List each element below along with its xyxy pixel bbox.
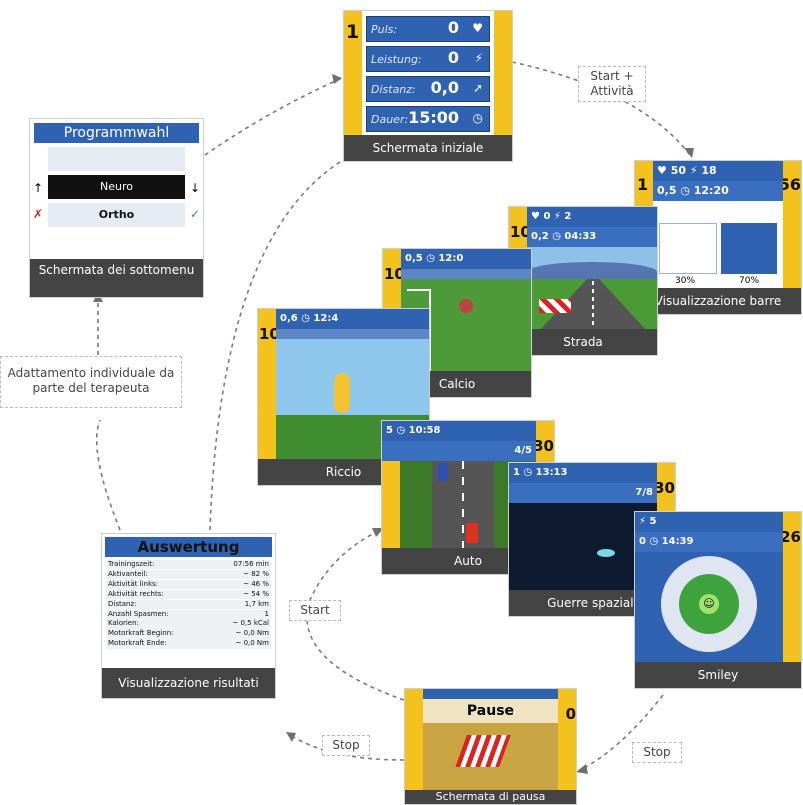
screen-car: 30 5 ◷ 10:58 4/5 Auto bbox=[381, 420, 555, 575]
screen-caption: Schermata di pausa bbox=[405, 790, 576, 804]
hedgehog-character bbox=[334, 373, 350, 413]
results-title: Auswertung bbox=[105, 537, 272, 557]
barrier-icon bbox=[539, 299, 571, 313]
label-adaptation: Adattamento individuale da parte del ter… bbox=[0, 356, 182, 408]
car-blue-icon bbox=[438, 463, 448, 481]
result-row: Kalorien:~ 0,5 kCal bbox=[106, 619, 271, 629]
menu-item-neuro[interactable]: Neuro bbox=[48, 175, 185, 199]
pulse-row: Puls: 0 ♥ bbox=[366, 16, 490, 42]
distance-icon: ➚ bbox=[472, 81, 483, 95]
result-row: Aktivanteil:~ 82 % bbox=[106, 569, 271, 580]
screen-pause: 0 Pause Schermata di pausa bbox=[404, 688, 577, 805]
screen-road: 10 ♥ 0 ⚡ 2 0,2 ◷ 04:33 Strada bbox=[508, 206, 658, 356]
arrow-circle-left bbox=[95, 419, 121, 531]
results-list: Trainingszeit:07:56 min Aktivanteil:~ 82… bbox=[106, 560, 271, 649]
arrow-initial-to-results bbox=[209, 161, 341, 531]
submenu-title: Programmwahl bbox=[34, 123, 199, 143]
screen-caption: Visualizzazione risultati bbox=[102, 668, 275, 698]
label-stop-left: Stop bbox=[322, 735, 370, 756]
menu-item-ortho[interactable]: Ortho bbox=[48, 203, 185, 227]
result-row: Distanz:1,7 km bbox=[106, 599, 271, 610]
ball-icon bbox=[459, 299, 473, 313]
goal bbox=[407, 289, 431, 371]
power-row: Leistung: 0 ⚡ bbox=[366, 46, 490, 72]
deck-chair-icon bbox=[455, 735, 511, 767]
screen-caption: Visualizzazione barre bbox=[635, 288, 801, 314]
screen-hedgehog: 10 0,6 ◷ 12:4 Riccio bbox=[257, 308, 430, 486]
screen-caption: Schermata dei sottomenu bbox=[30, 259, 203, 297]
confirm-icon: ✓ bbox=[189, 207, 200, 221]
screen-caption: Smiley bbox=[635, 662, 801, 688]
power-icon: ⚡ bbox=[474, 51, 483, 65]
ufo-icon bbox=[597, 549, 615, 557]
arrow-head bbox=[684, 148, 694, 158]
result-row: Motorkraft Ende:~ 0,0 Nm bbox=[106, 639, 271, 649]
label-stop-right: Stop bbox=[632, 742, 682, 763]
screen-caption: Schermata iniziale bbox=[344, 135, 512, 161]
screen-caption: Strada bbox=[509, 329, 657, 355]
arrow-submenu-to-initial bbox=[204, 77, 343, 156]
result-row: Anzahl Spasmen:1 bbox=[106, 609, 271, 619]
smiley-icon: ☺ bbox=[699, 594, 719, 614]
car-red-icon bbox=[466, 523, 478, 543]
right-bar bbox=[721, 223, 777, 274]
level-number: 1 bbox=[346, 21, 360, 43]
pause-title: Pause bbox=[423, 699, 558, 723]
clock-icon: ◷ bbox=[472, 111, 483, 125]
arrow-head bbox=[576, 764, 588, 774]
screen-results: Auswertung Trainingszeit:07:56 min Aktiv… bbox=[101, 533, 276, 699]
screen-initial: 1 Puls: 0 ♥ Leistung: 0 ⚡ Distanz: 0,0 ➚… bbox=[343, 10, 513, 162]
screen-smiley: 26 ⚡ 5 0 ◷ 14:39 ☺ Smiley bbox=[634, 511, 802, 689]
arrow-head bbox=[286, 732, 296, 742]
arrow-up-icon: ↑ bbox=[33, 181, 44, 195]
result-row: Aktivität rechts:~ 54 % bbox=[106, 589, 271, 600]
label-start: Start bbox=[289, 600, 341, 621]
screen-bars: 1 56 ♥ 50 ⚡ 18 0,5 ◷ 12:20 30% 70% Visua… bbox=[634, 160, 802, 315]
result-row: Motorkraft Beginn:~ 0,0 Nm bbox=[106, 629, 271, 639]
distance-row: Distanz: 0,0 ➚ bbox=[366, 76, 490, 102]
screen-submenu: Programmwahl Neuro Ortho ↑ ↓ ✗ ✓ Scherma… bbox=[29, 118, 204, 298]
result-row: Aktivität links:~ 46 % bbox=[106, 579, 271, 590]
cancel-icon: ✗ bbox=[33, 207, 44, 221]
duration-row: Dauer: 15:00 ◷ bbox=[366, 106, 490, 132]
result-row: Trainingszeit:07:56 min bbox=[106, 560, 271, 570]
road bbox=[540, 279, 646, 329]
left-bar bbox=[659, 223, 717, 274]
empty-menu-slot bbox=[48, 147, 185, 171]
label-start-activity: Start + Attività bbox=[578, 66, 646, 102]
mountains bbox=[527, 262, 657, 282]
arrow-head bbox=[332, 74, 342, 84]
arrow-down-icon: ↓ bbox=[189, 181, 200, 195]
heart-icon: ♥ bbox=[472, 21, 483, 35]
